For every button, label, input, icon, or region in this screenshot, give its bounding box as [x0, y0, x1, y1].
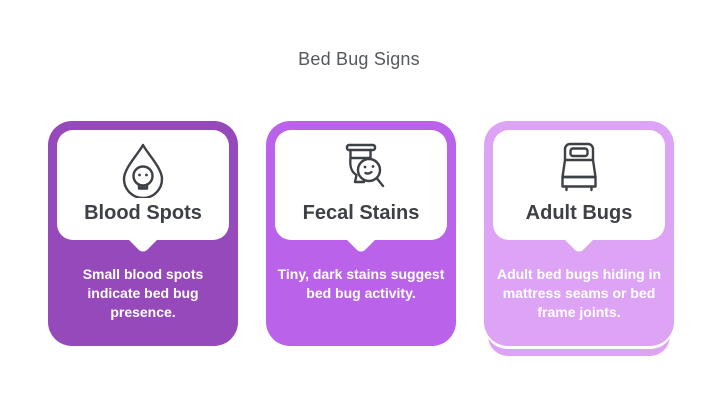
- card-description: Tiny, dark stains suggest bed bug activi…: [277, 266, 445, 301]
- blood-drop-skull-icon: [111, 136, 175, 200]
- bubble-tail: [344, 220, 378, 254]
- bubble-tail: [126, 220, 160, 254]
- card-title: Adult Bugs: [525, 202, 633, 224]
- card-description: Adult bed bugs hiding in mattress seams …: [496, 266, 662, 320]
- card-blood-spots: Blood Spots Small blood spots indicate b…: [48, 121, 238, 346]
- card-title: Fecal Stains: [302, 202, 420, 224]
- bubble-tail: [562, 220, 596, 254]
- toilet-magnifier-icon: [329, 136, 393, 200]
- card-header-bubble: Blood Spots: [57, 130, 229, 254]
- card-fecal-stains: Fecal Stains Tiny, dark stains suggest b…: [266, 121, 456, 346]
- card-header-bubble: Fecal Stains: [275, 130, 447, 254]
- card-adult-bugs: Adult Bugs Adult bed bugs hiding in matt…: [484, 121, 674, 346]
- page-title: Bed Bug Signs: [298, 49, 420, 69]
- card-description: Small blood spots indicate bed bug prese…: [82, 266, 204, 320]
- card-title: Blood Spots: [84, 202, 202, 224]
- card-header-bubble: Adult Bugs: [493, 130, 665, 254]
- bed-icon: [547, 136, 611, 200]
